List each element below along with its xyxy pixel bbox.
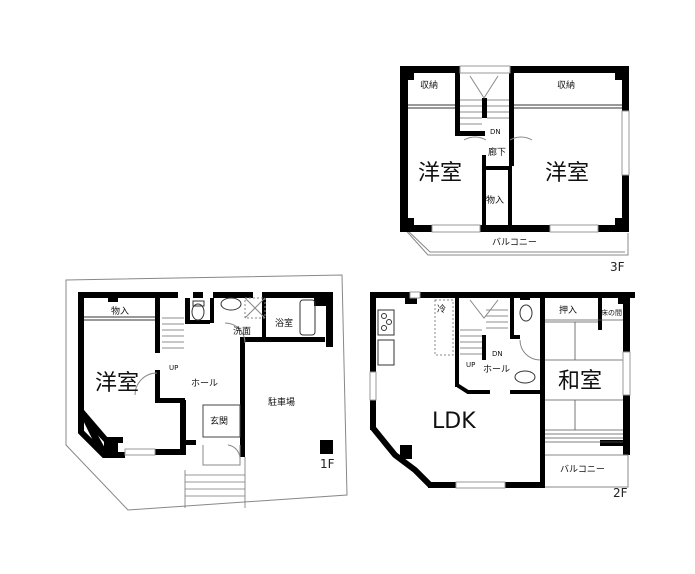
floor-3f: 収納 収納 DN 廊下 洋室 洋室 物入 バルコニー 3F	[400, 65, 630, 274]
stair-up-label: UP	[169, 364, 178, 372]
ldk-label: LDK	[432, 409, 476, 434]
hall-label: ホール	[483, 364, 510, 375]
corridor-label: 廊下	[488, 146, 506, 158]
entrance-label: 玄関	[210, 415, 228, 427]
stair-up-label: UP	[466, 361, 475, 369]
storage-right-label: 収納	[557, 79, 575, 91]
western-room-right-label: 洋室	[545, 161, 589, 186]
western-room-left-label: 洋室	[418, 161, 462, 186]
floor-1f: 物入 洗面 浴室 UP 洋室 ホール 駐車場 玄関 1F	[65, 274, 348, 511]
tokonoma-label: 床の間	[601, 308, 622, 317]
floor-2f: 冷 押入 床の間 DN UP ホール 和室 LDK バルコニー 2F	[369, 291, 635, 500]
balcony-label: バルコニー	[560, 464, 605, 475]
fridge-label: 冷	[437, 303, 446, 315]
floor-label-2f: 2F	[613, 486, 628, 500]
japanese-room-label: 和室	[558, 369, 602, 394]
stair-dn-label: DN	[492, 350, 503, 358]
stair-dn-label: DN	[490, 128, 501, 136]
oshiire-label: 押入	[559, 304, 577, 316]
closet-label: 物入	[111, 305, 129, 317]
floor-label-3f: 3F	[610, 260, 625, 274]
balcony-label: バルコニー	[492, 237, 537, 248]
storage-left-label: 収納	[420, 79, 438, 91]
western-room-label: 洋室	[95, 371, 139, 396]
hall-label: ホール	[191, 378, 218, 389]
closet-label: 物入	[486, 194, 504, 206]
bathroom-label: 浴室	[275, 317, 293, 329]
floor-label-1f: 1F	[320, 457, 335, 471]
washroom-label: 洗面	[233, 325, 251, 337]
parking-label: 駐車場	[268, 396, 295, 408]
